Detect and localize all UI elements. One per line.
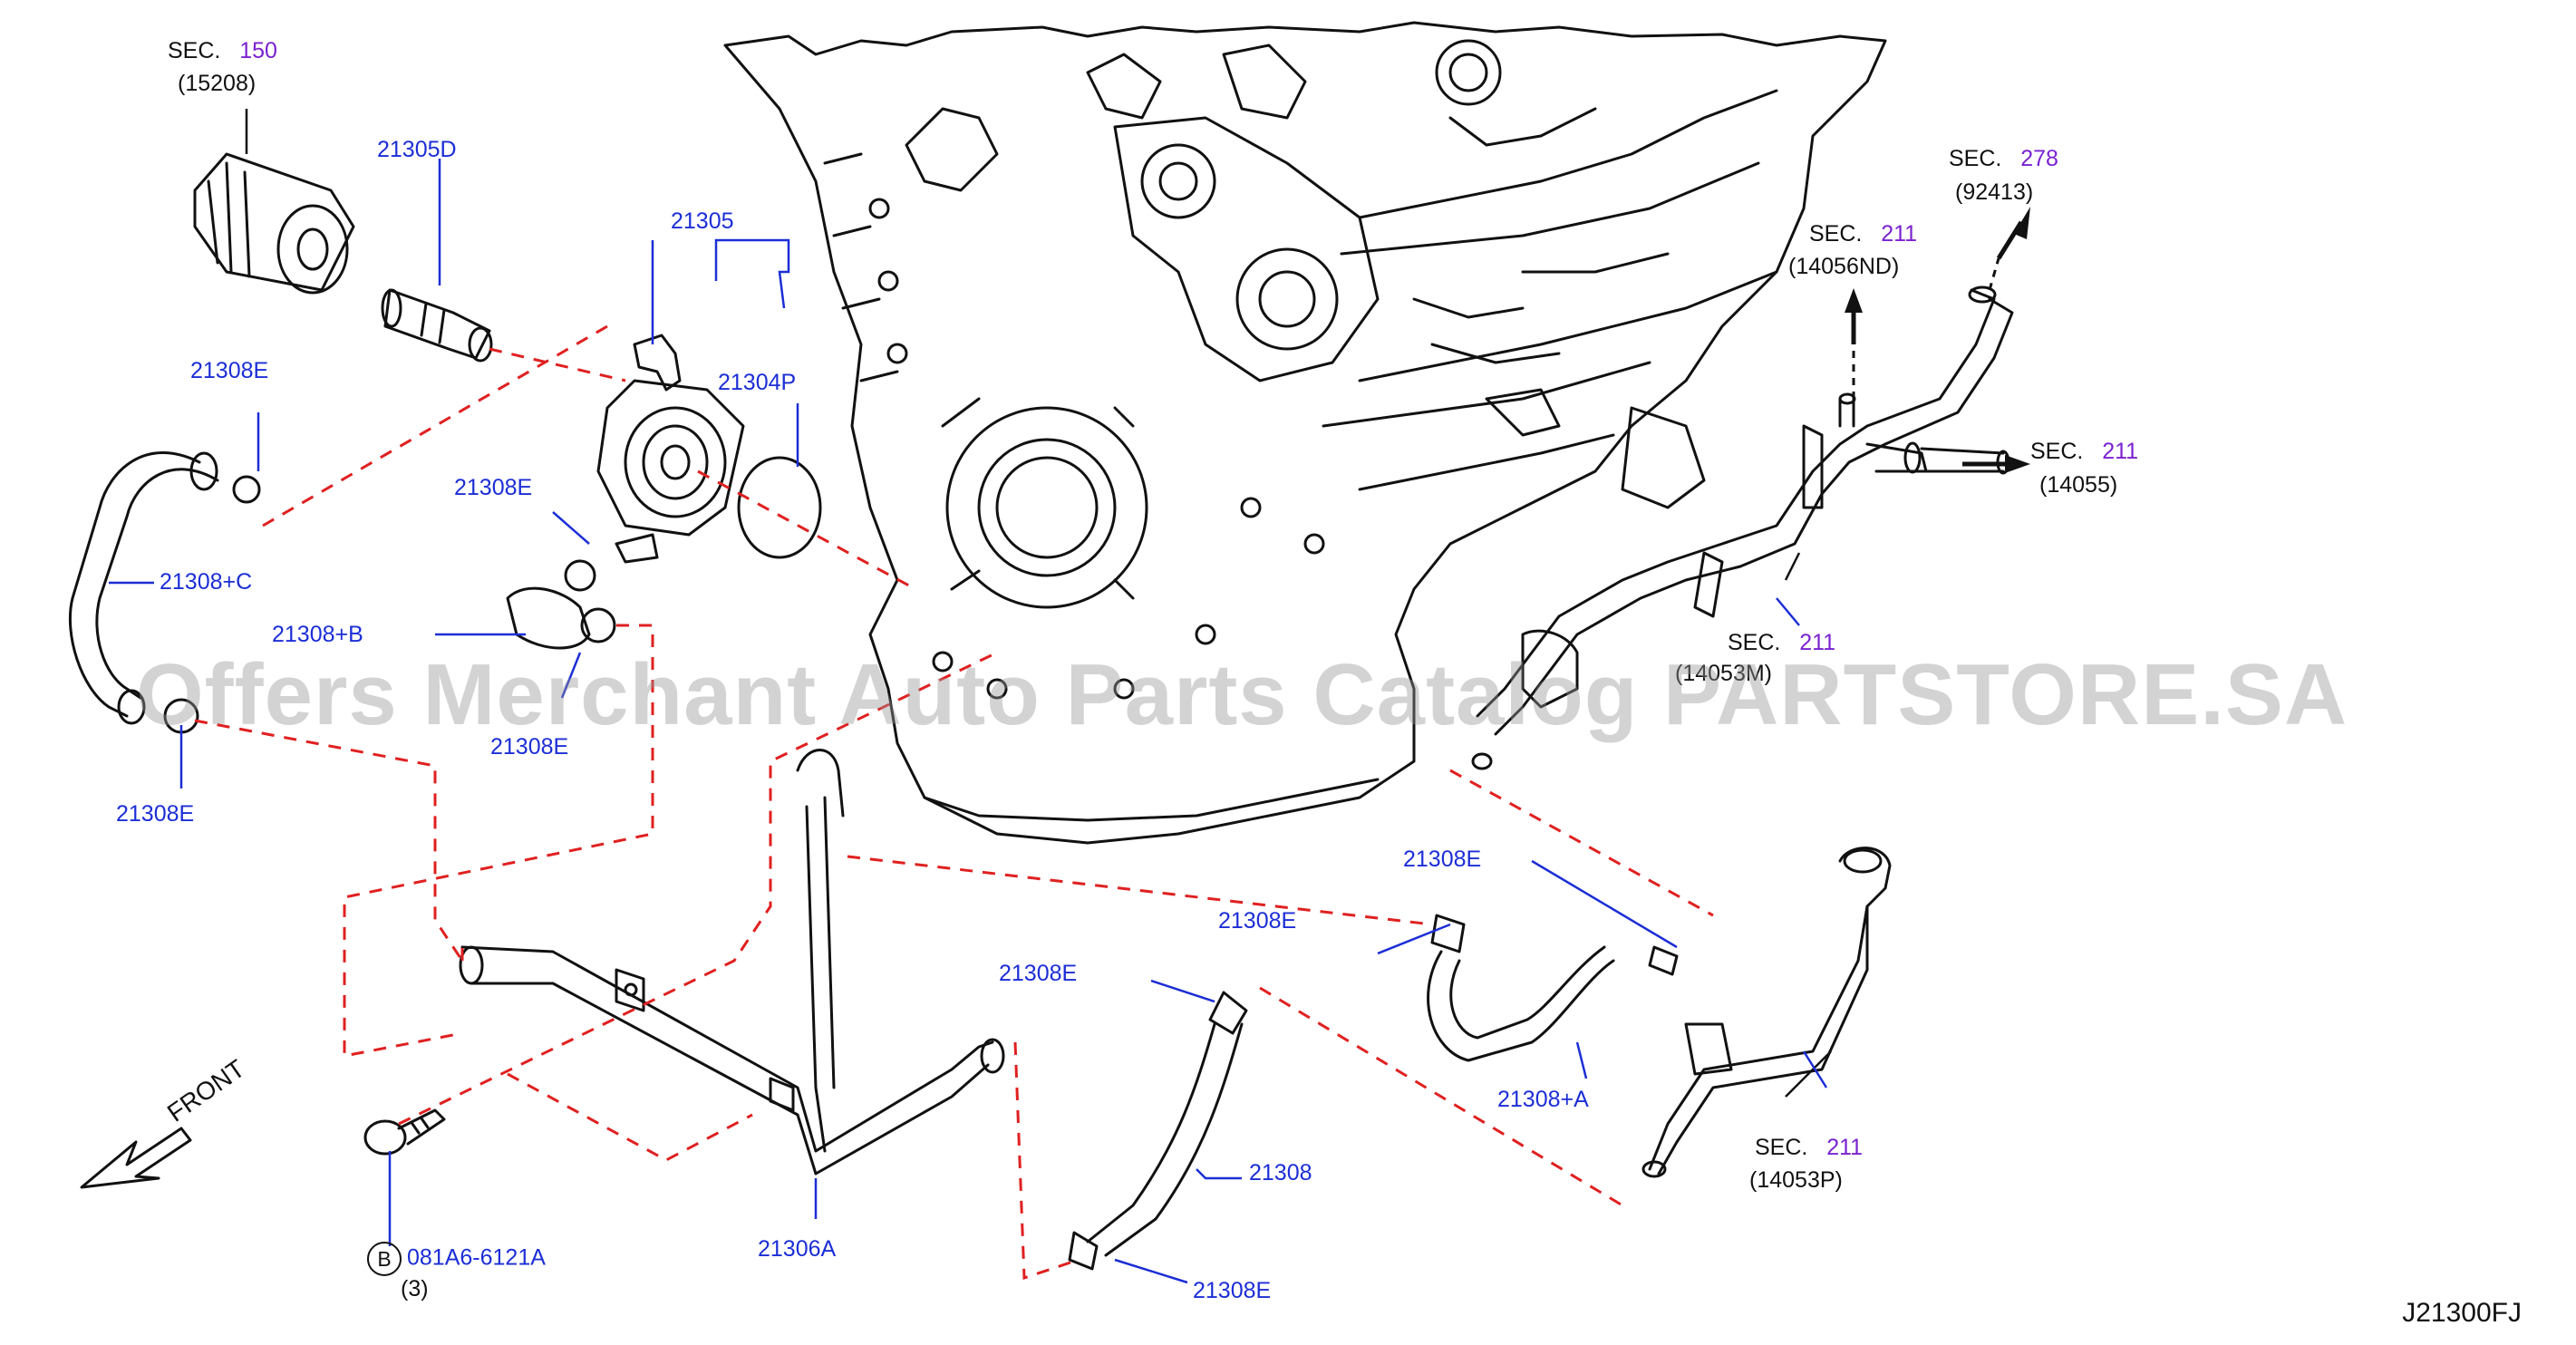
label-21308E-f: 21308E [1218, 908, 1297, 934]
oil-cooler-21305 [596, 334, 745, 564]
water-pipe-14053M [1471, 285, 2014, 770]
label-21308E-e: 21308E [1403, 847, 1482, 872]
engine-block [723, 21, 1887, 845]
label-21308E-h: 21308E [1193, 1278, 1272, 1303]
label-21308E-g: 21308E [999, 961, 1078, 986]
label-21308A: 21308+A [1497, 1087, 1589, 1112]
diagram-id: J21300FJ [2402, 1298, 2522, 1328]
label-sec211c: SEC. 211 [1728, 632, 1835, 654]
hose-21308 [1068, 991, 1248, 1271]
label-sec211d: SEC. 211 [1755, 1137, 1863, 1159]
sec211c-number: 211 [1799, 630, 1836, 655]
label-sec211c-code: (14053M) [1675, 661, 1772, 686]
label-21306A: 21306A [758, 1236, 837, 1262]
direction-arrows [1845, 207, 2030, 473]
label-sec211b-code: (14055) [2039, 472, 2118, 498]
label-sec150-code: (15208) [178, 71, 257, 96]
label-sec278: SEC. 278 [1949, 148, 2058, 170]
label-sec278-code: (92413) [1955, 179, 2034, 205]
arrow-sec278-head [2014, 207, 2030, 239]
leader-lines [109, 109, 1832, 1284]
sec211a-number: 211 [1881, 221, 1918, 247]
label-sec211d-code: (14053P) [1749, 1167, 1843, 1193]
front-arrow-icon [80, 1127, 192, 1189]
label-21308B: 21308+B [272, 622, 363, 647]
sec278-number: 278 [2020, 146, 2058, 171]
watermark: Offers Merchant Auto Parts Catalog PARTS… [136, 646, 2348, 743]
label-21308: 21308 [1249, 1160, 1312, 1185]
bolt-081A6-6121A [363, 1108, 446, 1156]
label-sec211a: SEC. 211 [1809, 223, 1917, 246]
sec211b-prefix: SEC. [2030, 439, 2084, 464]
label-sec150: SEC. 150 [168, 40, 277, 63]
sec150-number: 150 [239, 38, 277, 63]
label-21308E-b: 21308E [454, 475, 533, 500]
label-21305: 21305 [671, 208, 734, 234]
red-guide-lines [194, 324, 1714, 1281]
label-21304P: 21304P [718, 370, 797, 395]
label-21308E-c: 21308E [490, 734, 569, 760]
bolt-code: 081A6-6121A [407, 1244, 546, 1271]
sec211d-number: 211 [1826, 1135, 1864, 1160]
bolt-circle-b-icon: B [367, 1242, 402, 1276]
hose-21308A [1427, 914, 1679, 1062]
label-sec211a-code: (14056ND) [1788, 254, 1900, 279]
sec211a-prefix: SEC. [1809, 221, 1863, 247]
sec211d-prefix: SEC. [1755, 1135, 1808, 1160]
label-21308C: 21308+C [160, 569, 253, 595]
connector-21305D [381, 288, 493, 363]
oil-pipe-21306A [459, 749, 1005, 1176]
sec150-prefix: SEC. [168, 38, 221, 63]
label-21308E-a: 21308E [190, 358, 269, 383]
oil-filter [193, 152, 355, 295]
label-sec211b: SEC. 211 [2030, 440, 2138, 463]
hose-21308B [506, 559, 616, 650]
label-21308E-d: 21308E [116, 801, 195, 827]
o-ring-21304P [737, 456, 822, 559]
arrow-14056ND-head [1845, 288, 1863, 313]
sec211c-prefix: SEC. [1728, 630, 1781, 655]
sec278-prefix: SEC. [1949, 146, 2002, 171]
sec211b-number: 211 [2102, 439, 2139, 464]
label-21305D: 21305D [377, 137, 457, 162]
label-bolt-qty: (3) [401, 1276, 429, 1301]
arrow-14055-head [2005, 455, 2030, 473]
water-pipe-14053P [1641, 847, 1892, 1178]
